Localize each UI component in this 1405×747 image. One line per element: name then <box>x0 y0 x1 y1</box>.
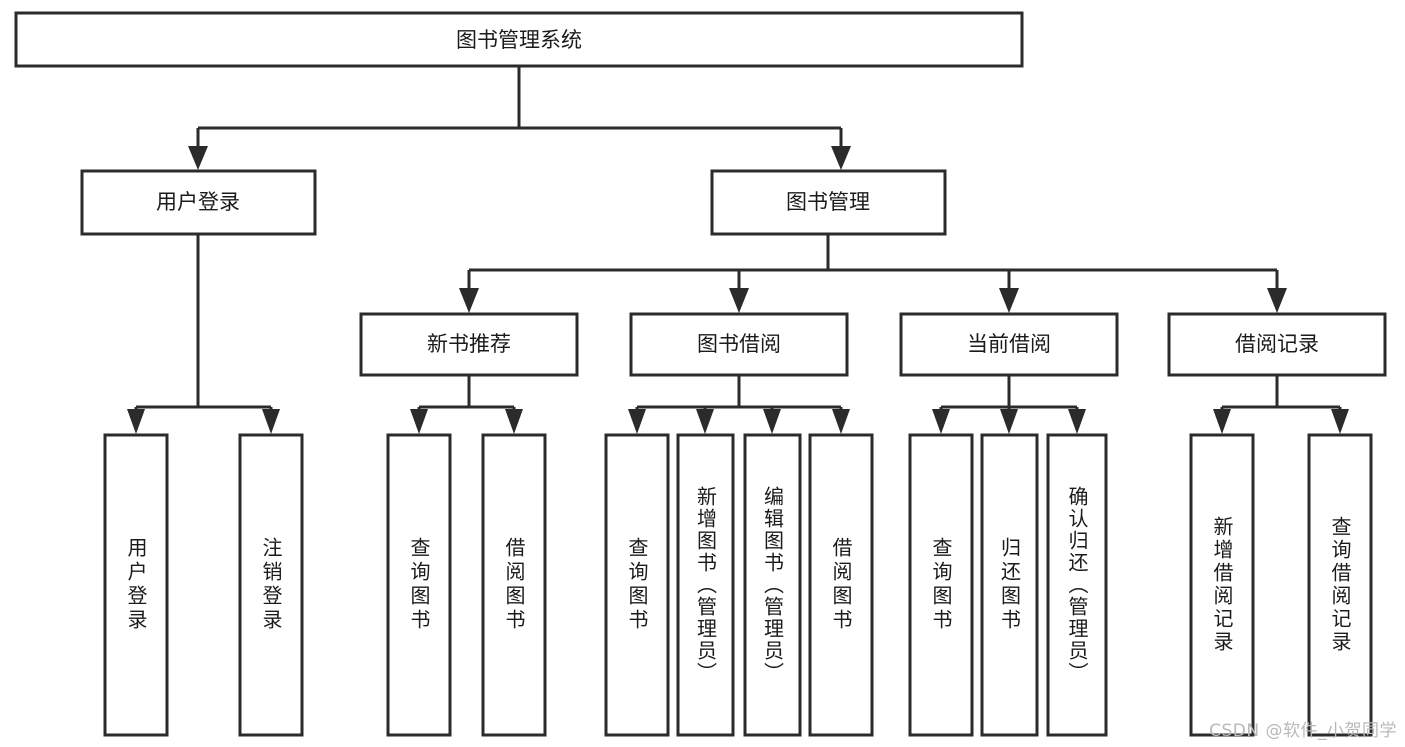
node-book-management[interactable]: 图书管理 <box>710 169 947 236</box>
connector-root-to-level2 <box>188 66 851 170</box>
connector-records-to-leaves <box>1213 375 1349 434</box>
connector-borrow-to-leaves <box>628 375 850 434</box>
leaf-box-nb-query[interactable] <box>386 433 452 737</box>
node-borrow-records-label: 借阅记录 <box>1235 332 1319 356</box>
node-user-login-label: 用户登录 <box>156 190 240 214</box>
leaf-box-cu-confirm[interactable] <box>1046 433 1108 737</box>
node-current-borrow[interactable]: 当前借阅 <box>899 312 1119 377</box>
leaf-box-nb-borrow[interactable] <box>481 433 547 737</box>
leaf-box-rc-query[interactable] <box>1307 433 1373 737</box>
node-book-management-label: 图书管理 <box>786 190 870 214</box>
leaf-box-bo-query[interactable] <box>604 433 670 737</box>
node-user-login[interactable]: 用户登录 <box>80 169 317 236</box>
leaf-box-cu-return[interactable] <box>980 433 1039 737</box>
leaf-box-bo-borrow[interactable] <box>808 433 874 737</box>
leaf-box-rc-add[interactable] <box>1189 433 1255 737</box>
node-current-borrow-label: 当前借阅 <box>967 332 1051 356</box>
connector-newbook-to-leaves <box>410 375 523 434</box>
node-book-borrow[interactable]: 图书借阅 <box>629 312 849 377</box>
node-new-book-recommend-label: 新书推荐 <box>427 332 511 356</box>
connector-bookmgmt-to-level3 <box>459 234 1287 313</box>
watermark-text: CSDN @软件_小贺同学 <box>1209 721 1397 741</box>
connector-current-to-leaves <box>932 375 1086 434</box>
leaf-box-bo-edit[interactable] <box>743 433 802 737</box>
leaf-box-user-logout[interactable] <box>238 433 304 737</box>
node-root-label: 图书管理系统 <box>456 28 582 52</box>
leaf-box-user-login[interactable] <box>103 433 169 737</box>
node-borrow-records[interactable]: 借阅记录 <box>1167 312 1387 377</box>
leaf-box-cu-query[interactable] <box>908 433 974 737</box>
connector-login-to-leaves <box>127 234 280 434</box>
node-new-book-recommend[interactable]: 新书推荐 <box>359 312 579 377</box>
leaf-boxes <box>103 433 1373 737</box>
node-root[interactable]: 图书管理系统 <box>14 11 1024 68</box>
leaf-box-bo-add[interactable] <box>676 433 735 737</box>
node-book-borrow-label: 图书借阅 <box>697 332 781 356</box>
